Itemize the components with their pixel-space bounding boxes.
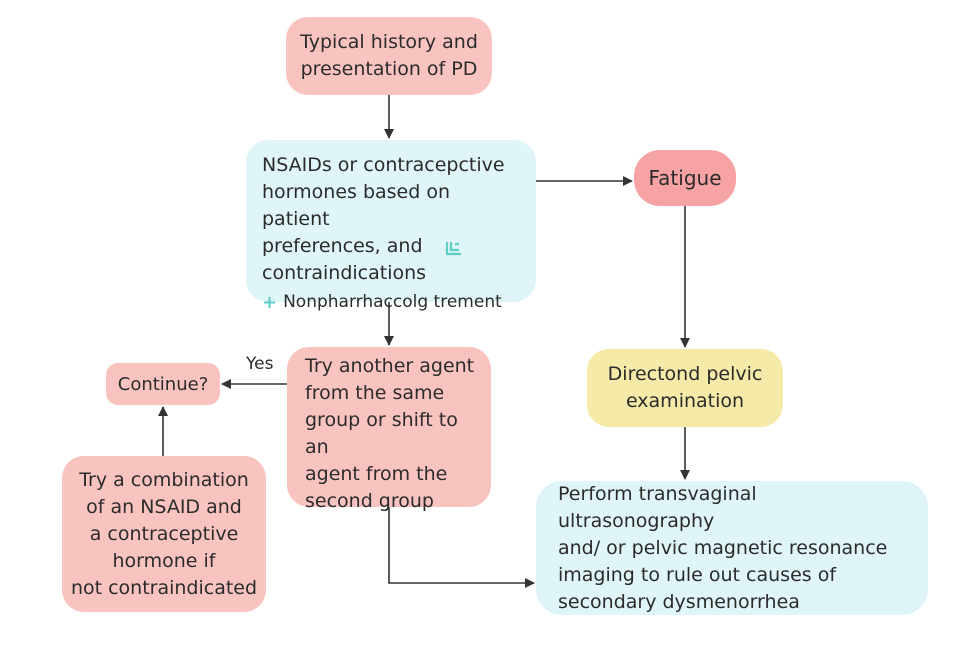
edge-another-to-imaging bbox=[388, 507, 535, 588]
imaging-node: Perform transvaginal ultrasonography and… bbox=[536, 481, 928, 615]
nonpharm-row: + Nonpharrhaccolg trement bbox=[262, 289, 502, 316]
continue-node: Continue? bbox=[106, 363, 220, 405]
nsaids-node: NSAIDs or contracepctive hormones based … bbox=[246, 140, 536, 313]
pelvic-exam-node: Directond pelvic examination bbox=[587, 349, 783, 427]
combo-text: Try a combination of an NSAID and a cont… bbox=[70, 468, 258, 599]
nonpharm-text: Nonpharrhaccolg trement bbox=[283, 292, 502, 312]
yes-edge-label: Yes bbox=[246, 354, 274, 374]
imaging-text: Perform transvaginal ultrasonography and… bbox=[558, 482, 888, 613]
another-text: Try another agent from the same group or… bbox=[305, 355, 475, 512]
history-node: Typical history and presentation of PD bbox=[286, 17, 492, 95]
continue-text: Continue? bbox=[117, 373, 209, 395]
pelvic-text: Directond pelvic examination bbox=[607, 363, 763, 412]
combination-node: Try a combination of an NSAID and a cont… bbox=[62, 456, 266, 612]
nsaids-text: NSAIDs or contracepctive hormones based … bbox=[262, 154, 505, 284]
plus-icon: + bbox=[262, 292, 278, 313]
fatigue-node: Fatigue bbox=[634, 150, 736, 206]
history-text: Typical history and presentation of PD bbox=[300, 31, 478, 80]
another-agent-node: Try another agent from the same group or… bbox=[287, 347, 491, 512]
fatigue-text: Fatigue bbox=[648, 165, 722, 190]
clipboard-icon bbox=[444, 238, 464, 266]
